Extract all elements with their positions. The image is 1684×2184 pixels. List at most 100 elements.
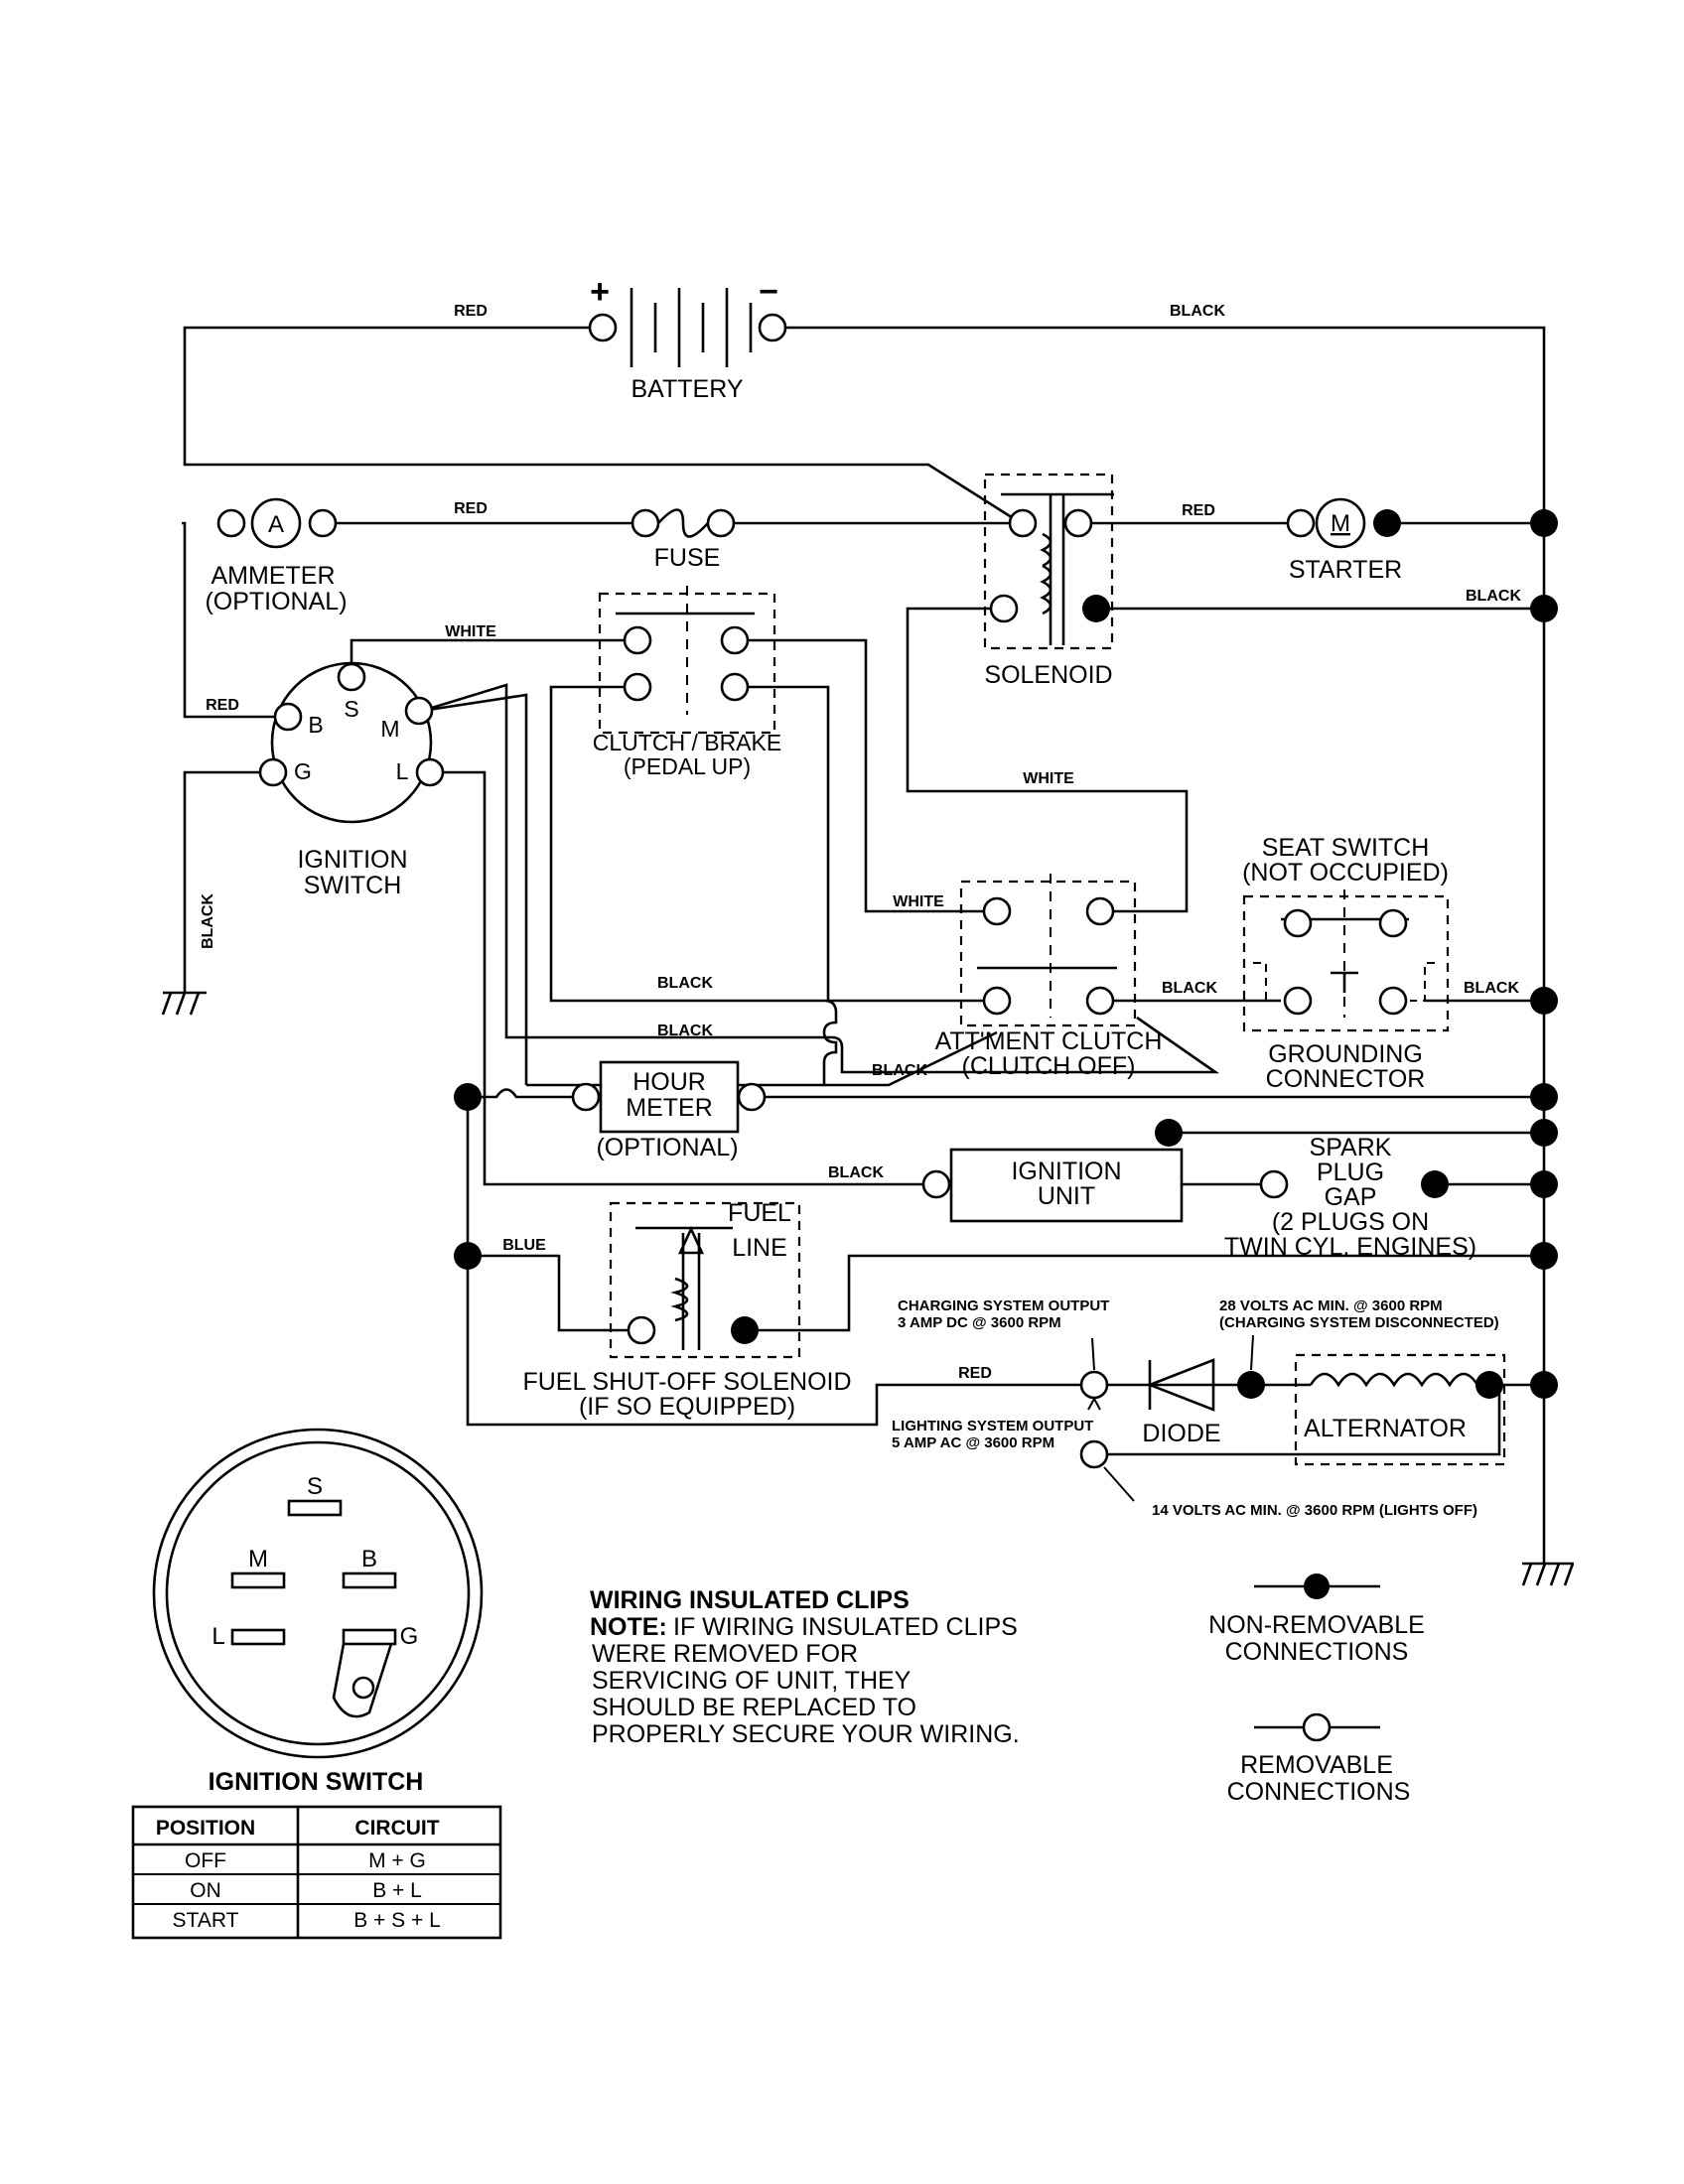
ignition-switch-label-2: SWITCH: [304, 872, 402, 899]
spark-plug-label: PLUG: [1317, 1159, 1384, 1186]
face-letter-l: L: [211, 1623, 224, 1650]
grounding-connector-label: CONNECTOR: [1266, 1065, 1426, 1093]
wiring-note: WIRING INSULATED CLIPS NOTE: IF WIRING I…: [590, 1586, 1020, 1748]
diode-label: DIODE: [1142, 1420, 1220, 1447]
wire-blue: [468, 1254, 628, 1332]
note-line-1: IF WIRING INSULATED CLIPS: [673, 1613, 1018, 1641]
wire-label-red-starter: RED: [1182, 502, 1215, 519]
wire-switch-g-black: [183, 770, 270, 993]
starter-symbol: M: [1331, 510, 1350, 537]
table-header-position: POSITION: [156, 1817, 255, 1840]
ground-symbol-left: [161, 991, 207, 1016]
attachment-clutch-switch: ATT'MENT CLUTCH (CLUTCH OFF): [935, 874, 1162, 1080]
table-cell-start-circuit: B + S + L: [353, 1909, 441, 1932]
wires: [182, 326, 1546, 1564]
legend-removable: REMOVABLE: [1240, 1751, 1393, 1779]
spark-2plugs-label: (2 PLUGS ON: [1272, 1208, 1429, 1236]
wire-label-black-solenoid: BLACK: [1466, 588, 1521, 605]
volts14-label: 14 VOLTS AC MIN. @ 3600 RPM (LIGHTS OFF): [1152, 1502, 1477, 1519]
wire-clutch-black: [740, 685, 997, 1003]
wire-label-red-battery: RED: [454, 303, 488, 320]
spark-plug-gap: SPARK PLUG GAP (2 PLUGS ON TWIN CYL. ENG…: [1155, 1119, 1476, 1261]
volts28-disconnected-label: (CHARGING SYSTEM DISCONNECTED): [1219, 1314, 1499, 1331]
switch-terminal-g: [258, 757, 288, 787]
wire-label-black-seat: BLACK: [1464, 980, 1519, 997]
switch-letter-l: L: [396, 758, 409, 784]
wire-ammeter-line: [182, 521, 288, 719]
wire-battery-red: [183, 326, 1019, 523]
switch-letter-g: G: [294, 758, 312, 784]
note-line-5: PROPERLY SECURE YOUR WIRING.: [592, 1720, 1020, 1748]
switch-letter-b: B: [308, 712, 323, 738]
hour-meter: HOUR METER (OPTIONAL): [571, 1060, 767, 1161]
attment-clutch-off-label: (CLUTCH OFF): [962, 1052, 1136, 1080]
wire-label-red-charging: RED: [958, 1365, 992, 1382]
note-line-3: SERVICING OF UNIT, THEY: [592, 1667, 912, 1695]
wire-clutch-white: [740, 638, 997, 913]
hour-meter-label-2: METER: [626, 1094, 713, 1122]
switch-letter-s: S: [344, 696, 358, 722]
switch-terminal-s: [337, 662, 366, 692]
wire-switch-m-black2: [421, 693, 528, 1085]
starter-motor: M STARTER: [1286, 497, 1402, 584]
wire-label-black-1: BLACK: [657, 975, 713, 992]
solenoid-label: SOLENOID: [984, 661, 1112, 689]
ammeter-symbol: A: [268, 511, 284, 538]
seat-switch-label: SEAT SWITCH: [1262, 834, 1430, 862]
face-letter-b: B: [361, 1546, 377, 1572]
table-cell-off-circuit: M + G: [368, 1849, 426, 1872]
starter-label: STARTER: [1289, 556, 1402, 584]
spark-gap-label: GAP: [1325, 1183, 1377, 1211]
wire-battery-black: [780, 326, 1546, 1564]
ammeter: A AMMETER (OPTIONAL): [205, 497, 348, 615]
wire-solenoid-white: [906, 607, 1189, 913]
clutch-brake-switch: CLUTCH / BRAKE (PEDAL UP): [593, 586, 781, 779]
fuse-label: FUSE: [654, 544, 721, 572]
grounding-label: GROUNDING: [1268, 1040, 1423, 1068]
hour-meter-optional-label: (OPTIONAL): [596, 1134, 738, 1161]
spark-twin-label: TWIN CYL. ENGINES): [1224, 1233, 1476, 1261]
wire-label-white-switch: WHITE: [445, 623, 496, 640]
ignition-switch-label: IGNITION: [297, 846, 407, 874]
note-label: NOTE:: [590, 1613, 667, 1641]
wire-clutch-loop: [549, 685, 838, 1085]
ignition-switch-table: POSITION CIRCUIT OFF M + G ON B + L STAR…: [131, 1805, 502, 1940]
fuel-label: FUEL: [728, 1199, 791, 1227]
wire-label-black-ign: BLACK: [828, 1164, 884, 1181]
wire-label-black-att: BLACK: [1162, 980, 1217, 997]
battery: + − BATTERY: [588, 273, 787, 403]
wire-lighting: [1108, 1385, 1501, 1456]
switch-terminal-m: [404, 696, 434, 726]
battery-plus-label: +: [590, 273, 610, 311]
ignition-switch-face: S M B L G IGNITION SWITCH: [152, 1428, 484, 1796]
ground-bus-dots: [454, 509, 1558, 1399]
battery-minus-label: −: [759, 273, 778, 311]
wire-fuel-right: [745, 1254, 1544, 1332]
wire-label-red-ammeter: RED: [454, 500, 488, 517]
note-title: WIRING INSULATED CLIPS: [590, 1586, 910, 1614]
hour-meter-label: HOUR: [632, 1068, 706, 1096]
table-cell-start: START: [173, 1909, 239, 1932]
wire-label-red-switch: RED: [206, 697, 239, 714]
legend: NON-REMOVABLE CONNECTIONS REMOVABLE CONN…: [1208, 1573, 1425, 1806]
switch-letter-m: M: [380, 716, 399, 742]
legend-removable-2: CONNECTIONS: [1227, 1778, 1411, 1806]
table-header-circuit: CIRCUIT: [354, 1817, 439, 1840]
ammeter-optional-label: (OPTIONAL): [205, 588, 347, 615]
volts28-label: 28 VOLTS AC MIN. @ 3600 RPM: [1219, 1297, 1443, 1314]
charging-amp-label: 3 AMP DC @ 3600 RPM: [898, 1314, 1061, 1331]
solenoid: SOLENOID: [983, 473, 1114, 689]
switch-face-title: IGNITION SWITCH: [209, 1768, 424, 1796]
note-line-2: WERE REMOVED FOR: [592, 1640, 858, 1668]
seat-switch-occupied-label: (NOT OCCUPIED): [1242, 859, 1449, 887]
fuel-line-label: LINE: [732, 1234, 787, 1262]
table-cell-on-circuit: B + L: [372, 1879, 422, 1902]
fuse: FUSE: [631, 508, 736, 572]
wire-label-black-3: BLACK: [872, 1062, 927, 1079]
wire-label-white-solenoid: WHITE: [1023, 770, 1074, 787]
switch-terminal-l: [415, 757, 445, 787]
lighting-output-label: LIGHTING SYSTEM OUTPUT: [892, 1418, 1093, 1434]
ground-symbol-right: [1521, 1562, 1575, 1586]
face-letter-m: M: [248, 1546, 268, 1572]
